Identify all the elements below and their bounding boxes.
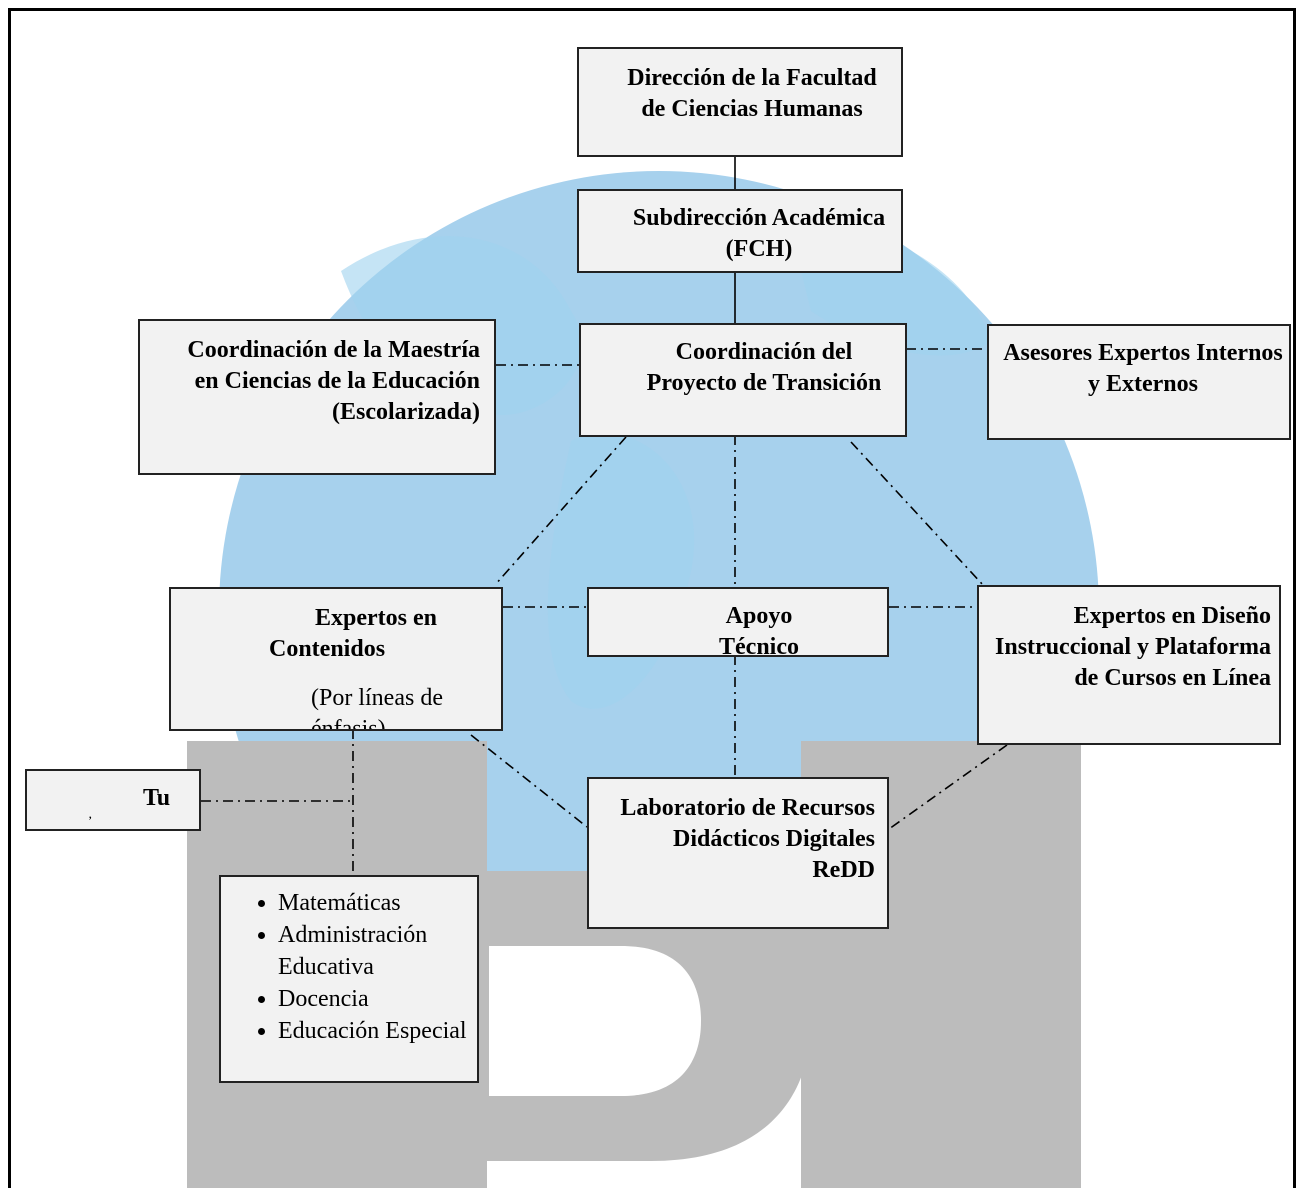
tutores-label: Tu xyxy=(143,785,171,811)
laboratorio-label: Laboratorio de Recursos Didácticos Digit… xyxy=(620,795,875,883)
box-direccion: Dirección de la Facultad de Ciencias Hum… xyxy=(577,47,903,157)
asesores-label: Asesores Expertos Internos y Externos xyxy=(1003,340,1283,397)
box-tutores: Tu , xyxy=(25,769,201,831)
expertos-contenidos-label: Expertos en Contenidos xyxy=(269,603,469,665)
box-expertos-diseno: Expertos en Diseño Instruccional y Plata… xyxy=(977,585,1281,745)
expertos-diseno-label: Expertos en Diseño Instruccional y Plata… xyxy=(995,603,1271,691)
expertos-contenidos-sub: (Por líneas de énfasis) xyxy=(311,685,443,731)
box-coordinacion-maestria: Coordinación de la Maestría en Ciencias … xyxy=(138,319,496,475)
box-subdireccion: Subdirección Académica (FCH) xyxy=(577,189,903,273)
line-diseno-laboratorio xyxy=(888,744,1008,830)
lineas-enfasis-list: Matemáticas Administración Educativa Doc… xyxy=(221,887,477,1047)
lineas-enfasis-item: Educación Especial xyxy=(278,1015,477,1047)
coordinacion-maestria-label: Coordinación de la Maestría en Ciencias … xyxy=(162,335,480,428)
apoyo-tecnico-label: Apoyo Técnico xyxy=(719,603,799,657)
tutores-mark: , xyxy=(89,810,92,821)
org-chart: Dirección de la Facultad de Ciencias Hum… xyxy=(8,8,1296,1188)
coordinacion-maestria-text: Coordinación de la Maestría en Ciencias … xyxy=(187,337,480,425)
line-contenidos-laboratorio xyxy=(470,734,588,828)
subdireccion-label: Subdirección Académica (FCH) xyxy=(632,205,886,262)
lineas-enfasis-item: Administración Educativa xyxy=(278,919,477,983)
expertos-contenidos-text: Expertos en Contenidos xyxy=(269,605,437,662)
direccion-label: Dirección de la Facultad de Ciencias Hum… xyxy=(627,65,877,122)
lineas-enfasis-item: Matemáticas xyxy=(278,887,477,919)
box-coordinacion-proyecto: Coordinación del Proyecto de Transición xyxy=(579,323,907,437)
box-apoyo-tecnico: Apoyo Técnico xyxy=(587,587,889,657)
box-expertos-contenidos: Expertos en Contenidos (Por líneas de én… xyxy=(169,587,503,731)
line-coordinacion-diseno xyxy=(850,441,984,586)
connector-lines xyxy=(201,155,1008,875)
expertos-contenidos-line: Expertos en Contenidos xyxy=(269,603,469,665)
watermark-letter-p-hole xyxy=(489,946,701,1096)
line-coordinacion-contenidos xyxy=(494,436,627,586)
box-lineas-enfasis: Matemáticas Administración Educativa Doc… xyxy=(219,875,479,1083)
lineas-enfasis-item: Docencia xyxy=(278,983,477,1015)
box-laboratorio: Laboratorio de Recursos Didácticos Digit… xyxy=(587,777,889,929)
box-asesores: Asesores Expertos Internos y Externos xyxy=(987,324,1291,440)
coordinacion-proyecto-label: Coordinación del Proyecto de Transición xyxy=(646,339,882,396)
